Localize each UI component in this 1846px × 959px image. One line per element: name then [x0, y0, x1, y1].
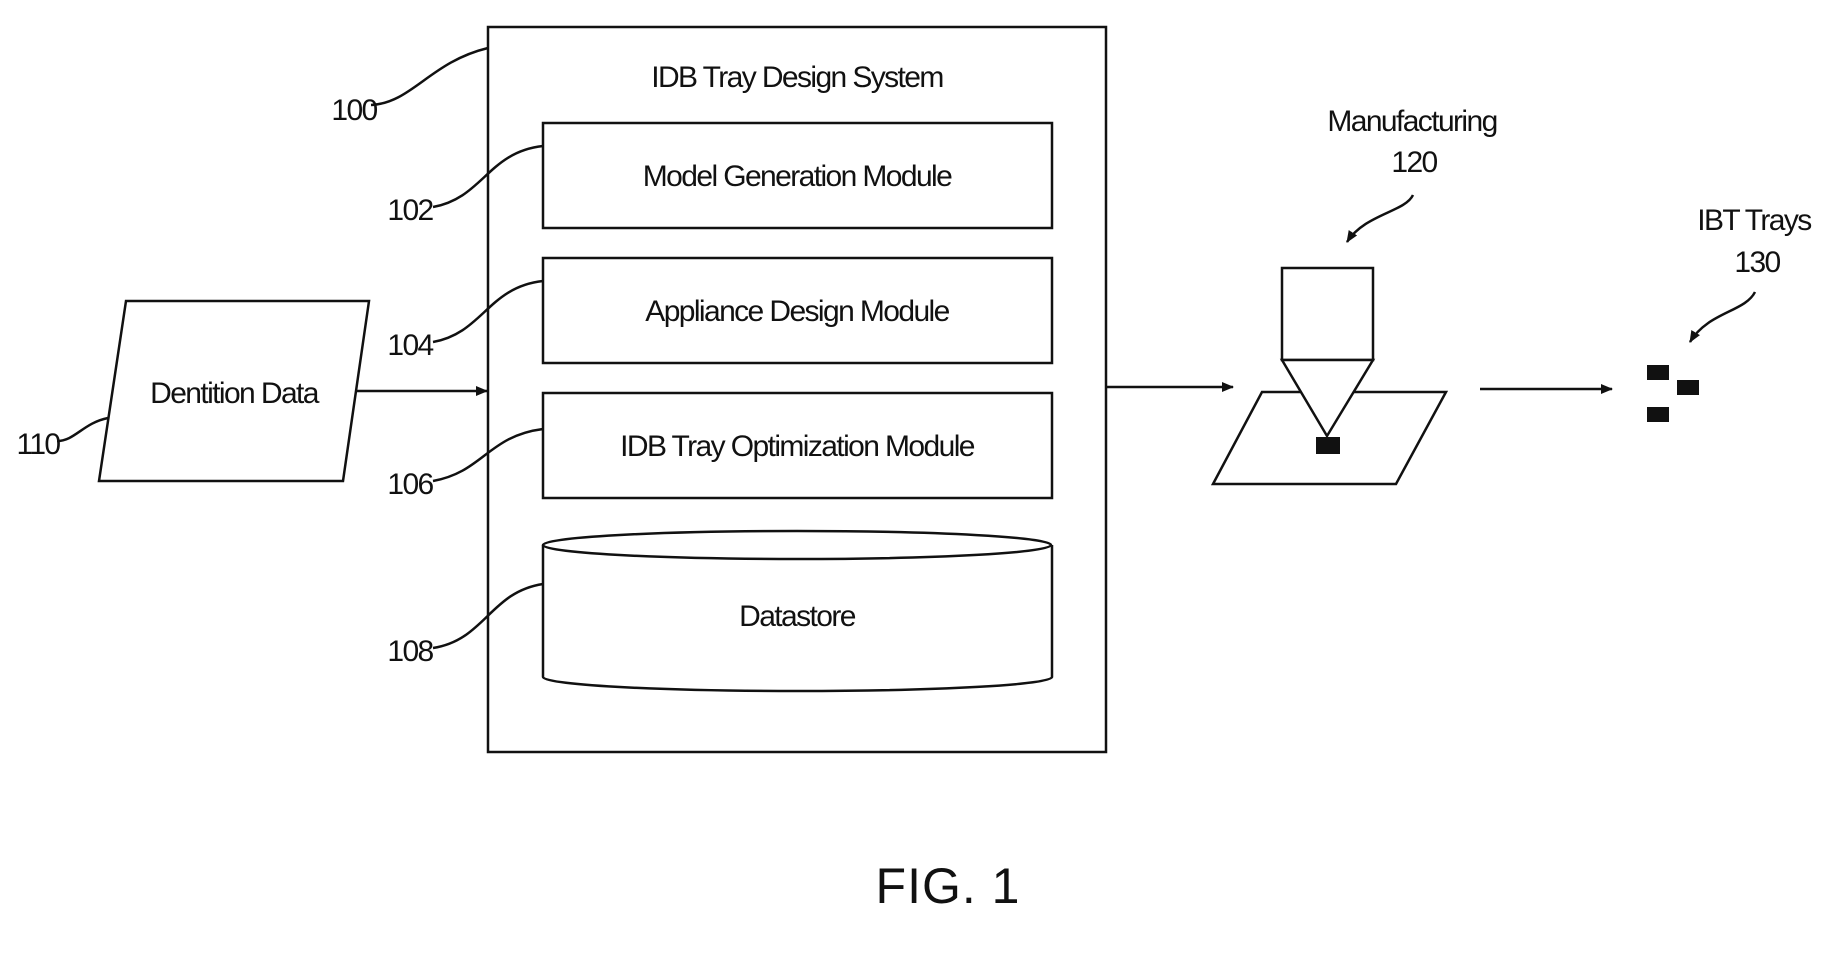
model-generation-module-label: Model Generation Module [643, 160, 952, 193]
ibt-trays-icon [1647, 365, 1699, 422]
manufacturing-label: Manufacturing [1327, 105, 1496, 138]
idb-tray-optimization-module-label: IDB Tray Optimization Module [620, 430, 975, 463]
appliance-design-module-label: Appliance Design Module [645, 295, 949, 328]
ref-102-label: 102 [387, 194, 433, 227]
datastore-label: Datastore [739, 600, 856, 633]
dentition-data-block: Dentition Data [99, 301, 369, 481]
ref-106-label: 106 [387, 468, 433, 501]
ref-120-label: 120 [1391, 146, 1437, 179]
printer-head-body [1282, 268, 1373, 360]
idb-tray-design-system: IDB Tray Design System Model Generation … [488, 27, 1106, 752]
system-title: IDB Tray Design System [651, 61, 943, 94]
ref-130-label: 130 [1734, 246, 1780, 279]
manufacturing-printer-icon [1213, 268, 1446, 484]
dentition-data-label: Dentition Data [150, 377, 320, 410]
printed-part [1316, 437, 1340, 454]
ref-110-leader [57, 418, 108, 441]
ref-110-label: 110 [16, 428, 60, 461]
ref-100-label: 100 [331, 94, 377, 127]
ref-130-arrow [1690, 292, 1755, 342]
ref-104-label: 104 [387, 329, 433, 362]
ref-108-label: 108 [387, 635, 433, 668]
ref-120-arrow [1347, 195, 1413, 242]
figure-label: FIG. 1 [876, 858, 1021, 914]
ref-100-leader [371, 48, 488, 105]
ibt-trays-label: IBT Trays [1697, 204, 1811, 237]
